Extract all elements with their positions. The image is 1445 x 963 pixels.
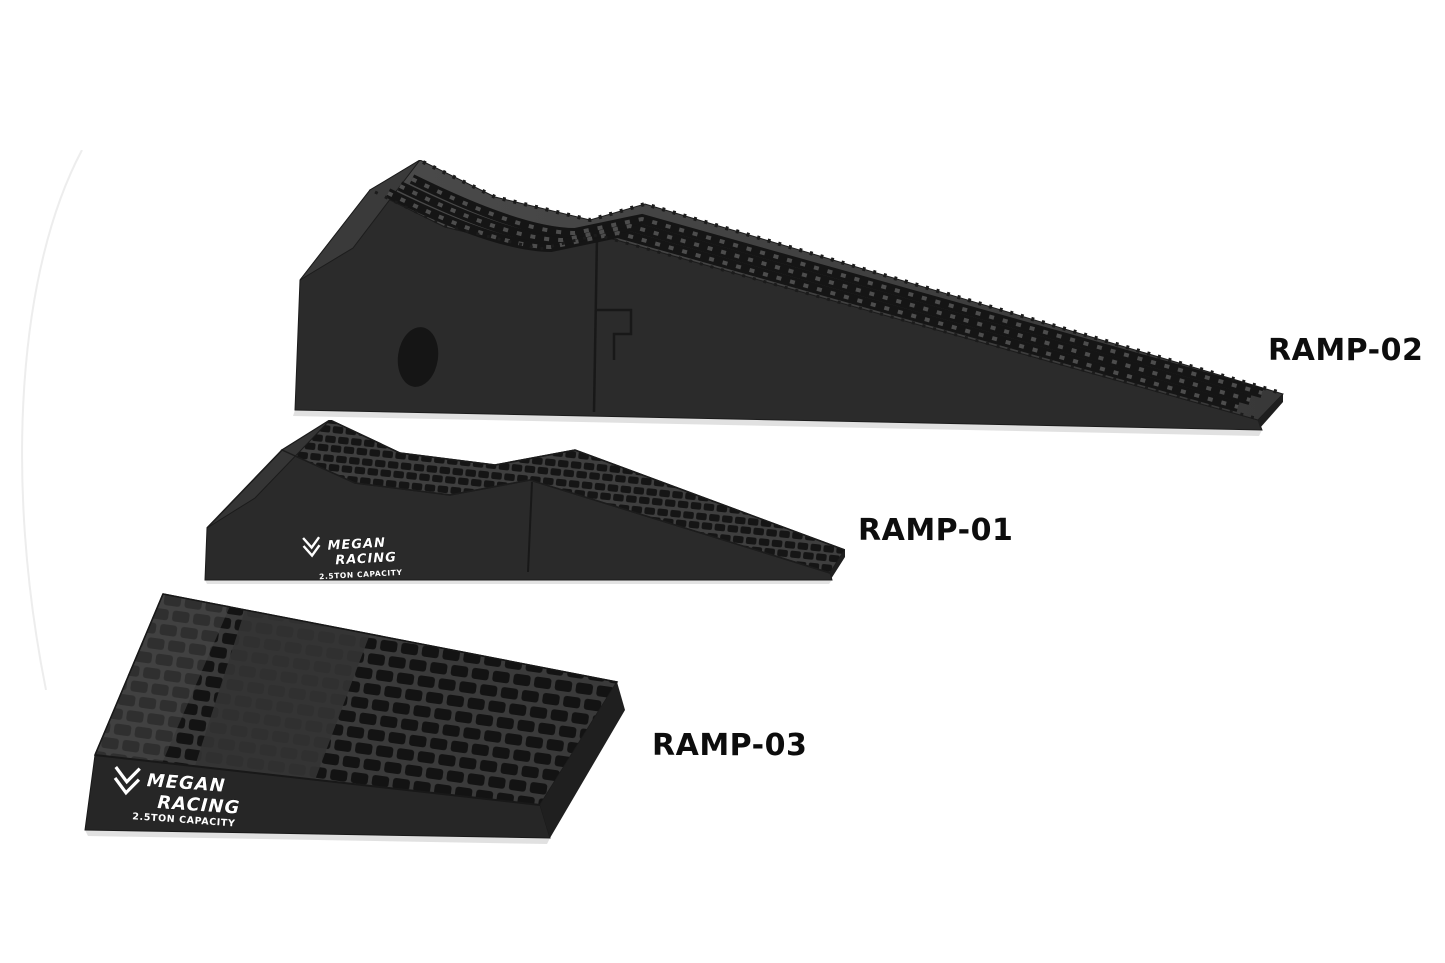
megan-racing-logo: MEGAN RACING 2.5TON CAPACITY <box>113 766 241 829</box>
ramp-02-seam-line <box>592 235 599 413</box>
ramp-02-far-edge-serration <box>422 160 1282 395</box>
megan-racing-logo: MEGAN RACING 2.5TON CAPACITY <box>302 535 403 581</box>
ramp-01-ground-shadow <box>205 580 832 584</box>
ramp-01-far-edge <box>329 420 845 551</box>
ramp-03-left-edge <box>94 593 164 756</box>
ramp-01-label: RAMP-01 <box>858 513 1014 548</box>
ramp-02-image <box>293 160 1284 436</box>
ramp-01-image: MEGAN RACING 2.5TON CAPACITY <box>204 420 845 584</box>
ramp-03-tire-track <box>195 610 370 780</box>
megan-chevron-icon <box>302 544 321 558</box>
ramp-03-front-edge <box>94 754 541 806</box>
background-arc <box>21 150 83 690</box>
ramp-03-ground-shadow <box>85 830 550 844</box>
ramp-01-near-edge <box>206 449 831 574</box>
ramp-02-ground-shadow <box>293 410 1262 436</box>
megan-chevron-icon <box>114 766 141 785</box>
megan-chevron-icon <box>113 777 141 796</box>
ramp-01-brand-line2: RACING <box>335 550 397 568</box>
background-arc-line <box>21 150 83 690</box>
ramp-03-image: MEGAN RACING 2.5TON CAPACITY <box>84 593 625 844</box>
tread-cleats <box>387 191 1239 409</box>
ramp-01-tip-face <box>830 550 845 579</box>
ramp-02-handle-hole <box>397 327 439 387</box>
ramp-01-brand-line1: MEGAN <box>327 536 386 554</box>
ramp-01-seam-line <box>527 481 533 573</box>
ramp-02-connector-notch <box>597 308 633 360</box>
megan-chevron-icon <box>302 536 321 550</box>
ramp-03-hump-highlight <box>95 594 230 768</box>
ramp-02-label: RAMP-02 <box>1268 333 1424 368</box>
ramp-02-tip-face <box>1258 394 1283 428</box>
ramp-01-capacity-text: 2.5TON CAPACITY <box>319 568 403 581</box>
ramp-03-right-face <box>540 682 625 838</box>
ramp-03-label: RAMP-03 <box>652 728 808 763</box>
ramp-02-tread-lanes <box>385 174 1264 412</box>
tread-cleats <box>411 177 1263 395</box>
ramp-02-side-face <box>294 189 1263 431</box>
tread-cleats <box>399 184 1251 402</box>
ramp-03-back-edge <box>162 593 618 683</box>
